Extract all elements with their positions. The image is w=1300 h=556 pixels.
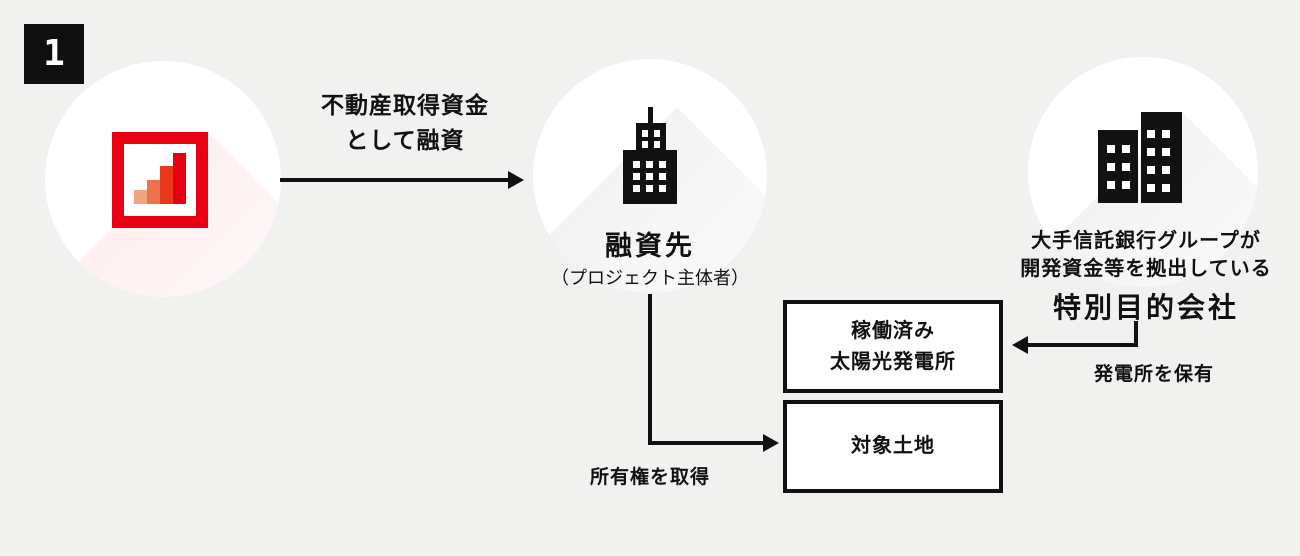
plant-arrow-horizontal-line	[1028, 343, 1138, 347]
solar-plant-label-line1: 稼働済み	[851, 319, 935, 342]
ownership-arrow-head	[763, 434, 779, 452]
loan-arrow-head	[508, 171, 524, 189]
ownership-arrow-vertical-line	[648, 294, 652, 445]
ownership-arrow-horizontal-line	[648, 441, 765, 445]
logo-bar-3	[160, 166, 173, 204]
plant-arrow-vertical-line	[1134, 321, 1138, 347]
loan-arrow-label: 不動産取得資金 として融資	[321, 92, 489, 153]
plant-arrow-label: 発電所を保有	[1093, 364, 1214, 385]
office-buildings-icon	[1098, 112, 1182, 203]
logo-bar-1	[134, 190, 147, 204]
spc-circle	[1028, 57, 1258, 287]
loan-arrow-line	[280, 178, 510, 182]
lender-circle	[45, 61, 281, 297]
solar-plant-box: 稼働済み 太陽光発電所	[783, 300, 1003, 393]
solar-plant-label-line2: 太陽光発電所	[830, 350, 956, 373]
logo-bar-4	[173, 153, 186, 204]
spc-title: 特別目的会社	[1052, 292, 1239, 323]
spc-description-line1: 大手信託銀行グループが	[1031, 230, 1261, 252]
plant-arrow-head	[1012, 336, 1028, 354]
logo-bar-2	[147, 180, 160, 204]
step-badge: 1	[24, 24, 84, 84]
borrower-title: 融資先	[605, 231, 695, 261]
bar-chart-logo-icon	[112, 132, 208, 228]
step-number: 1	[43, 33, 65, 74]
borrower-circle	[533, 59, 767, 293]
land-box: 対象土地	[783, 400, 1003, 493]
spc-text-block: 大手信託銀行グループが 開発資金等を拠出している 特別目的会社	[1000, 227, 1292, 326]
ownership-arrow-label: 所有権を取得	[589, 467, 710, 488]
logo-bars	[134, 153, 186, 204]
office-building-icon	[623, 107, 677, 204]
spc-description-line2: 開発資金等を拠出している	[1020, 258, 1272, 280]
borrower-subtitle: （プロジェクト主体者）	[551, 268, 749, 288]
land-label: 対象土地	[851, 435, 935, 457]
